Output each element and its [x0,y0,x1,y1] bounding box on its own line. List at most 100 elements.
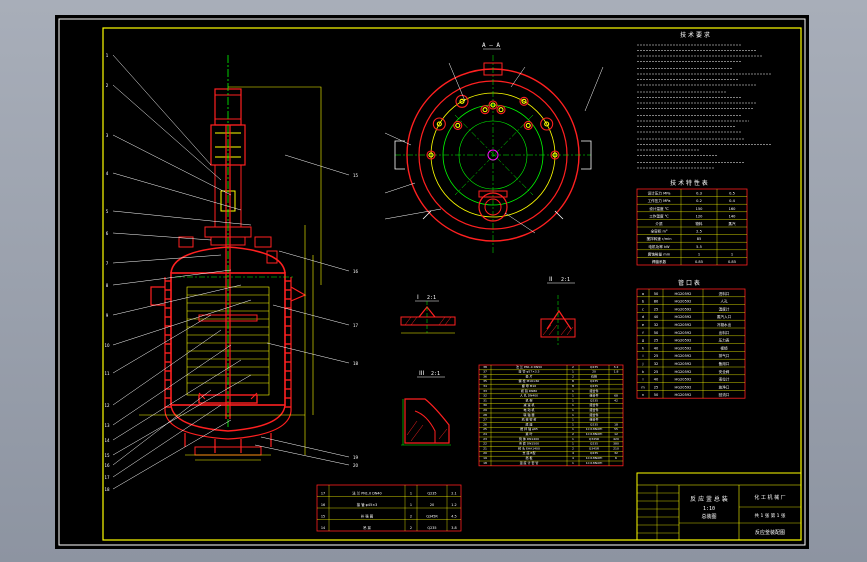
table-cell: HG20592 [675,362,692,366]
table-cell: 27 [483,418,487,422]
table-cell: 26 [483,422,487,426]
table-cell: 3.2 [614,365,619,369]
callout-number: 16 [353,269,359,274]
table-cell: 50 [654,393,659,397]
reactor-elevation-view [139,55,322,461]
svg-text:2:1: 2:1 [427,295,436,301]
table-cell: 2.5 [696,230,702,234]
table-cell: 组合件 [589,412,598,417]
tech-requirements-title: 技 术 要 求 [680,31,710,39]
table-cell: 210 [613,446,619,450]
impeller-upper [198,314,258,322]
table-cell: 21 [483,446,487,450]
table-cell: 搅 拌 轴 φ65 [520,426,538,431]
table-cell: 螺 栓 M16×60 [519,378,540,383]
table-cell: 冷凝水出 [717,322,732,327]
table-cell: 15 [321,515,325,519]
table-cell: 筒 体 DN1400 [519,436,539,441]
table-cell: m [641,385,645,389]
table-cell: 32 [483,394,487,398]
table-cell: 回流口 [719,392,730,397]
table-cell: i [643,354,644,358]
table-cell: 温 度 计 套 管 [520,460,539,465]
table-cell: 20 [483,451,487,455]
callout-number: 9 [106,313,109,318]
table-cell: 1 [410,492,412,496]
table-cell: Q345R [589,437,599,441]
table-cell: 机 械 密 封 [522,417,537,422]
table-cell: 25 [654,354,659,358]
table-cell: Q345R [589,446,599,450]
table-cell: 0.3 [696,192,702,196]
table-cell: 1 [731,252,733,256]
table-cell: 1 [410,503,412,507]
table-cell: 进料口 [719,291,730,296]
table-cell: 2 [572,374,574,378]
table-cell: Q235 [590,422,598,426]
table-cell: n [642,393,644,397]
table-cell: Q235 [590,384,598,388]
table-cell: HG20592 [675,354,692,358]
table-cell: 24 [483,432,487,436]
table-cell: 4 [572,451,574,455]
top-view-label: A — A [482,42,500,49]
title-block-drawing-no: 总装图 [701,513,716,520]
table-cell: 石棉 [591,373,597,378]
table-cell: HG20592 [675,300,692,304]
table-cell: 5.5 [696,245,702,249]
technical-requirements: 技 术 要 求 [637,31,772,169]
table-cell: 25 [654,339,659,343]
table-cell: 全容积 m³ [651,229,668,234]
table-cell: 1 [572,394,574,398]
table-cell: 排气口 [719,353,730,358]
callout-number: 10 [104,343,110,348]
table-cell: 0.85 [728,260,736,264]
table-cell: 补 强 圈 [361,514,374,519]
table-cell: 80 [654,300,659,304]
table-cell: HG20592 [675,331,692,335]
table-cell: 1 [572,461,574,465]
callout-number: 18 [353,361,359,366]
table-cell: 2 [410,526,412,530]
table-cell: 电 动 机 [524,407,535,412]
table-cell: e [642,323,645,327]
table-cell: l [643,378,644,382]
table-cell: HG20592 [675,339,692,343]
table-cell: 出料口 [719,330,730,335]
table-cell: 22 [483,442,487,446]
table-cell: 0.4 [729,199,735,203]
table-cell: 1 [572,442,574,446]
table-cell: 设计压力 MPa [648,191,671,196]
table-cell: 组合件 [589,388,598,393]
table-cell: 40 [654,346,659,350]
table-cell: 29 [483,408,487,412]
table-cell: 组合件 [589,407,598,412]
table-cell: 1 [572,403,574,407]
table-cell: 1 [572,398,574,402]
table-cell: 25 [654,307,659,311]
callout-number: 8 [106,283,109,288]
table-cell: 焊缝系数 [652,259,667,264]
table-cell: g [642,339,644,343]
table-cell: 1 [572,422,574,426]
table-cell: 物料 [695,221,703,226]
table-cell: 36 [483,374,487,378]
inner-frame [102,27,802,541]
table-cell: Q235 [590,442,598,446]
table-cell: 封 头 EHA1400 [518,445,540,450]
svg-text:2:1: 2:1 [431,371,440,377]
table-cell: 25 [654,370,659,374]
table-cell: 人孔 [720,299,728,304]
table-cell: 2 [572,446,574,450]
table-cell: 腐蚀裕量 mm [648,251,671,256]
callout-number: 1 [106,53,109,58]
table-cell: 1 [572,370,574,374]
table-cell: 19 [483,456,487,460]
table-cell: 夹 套 DN1500 [519,441,539,446]
detail-II-label: II [549,276,553,283]
table-cell: 视镜 [720,345,728,350]
table-cell: 14 [321,526,325,530]
